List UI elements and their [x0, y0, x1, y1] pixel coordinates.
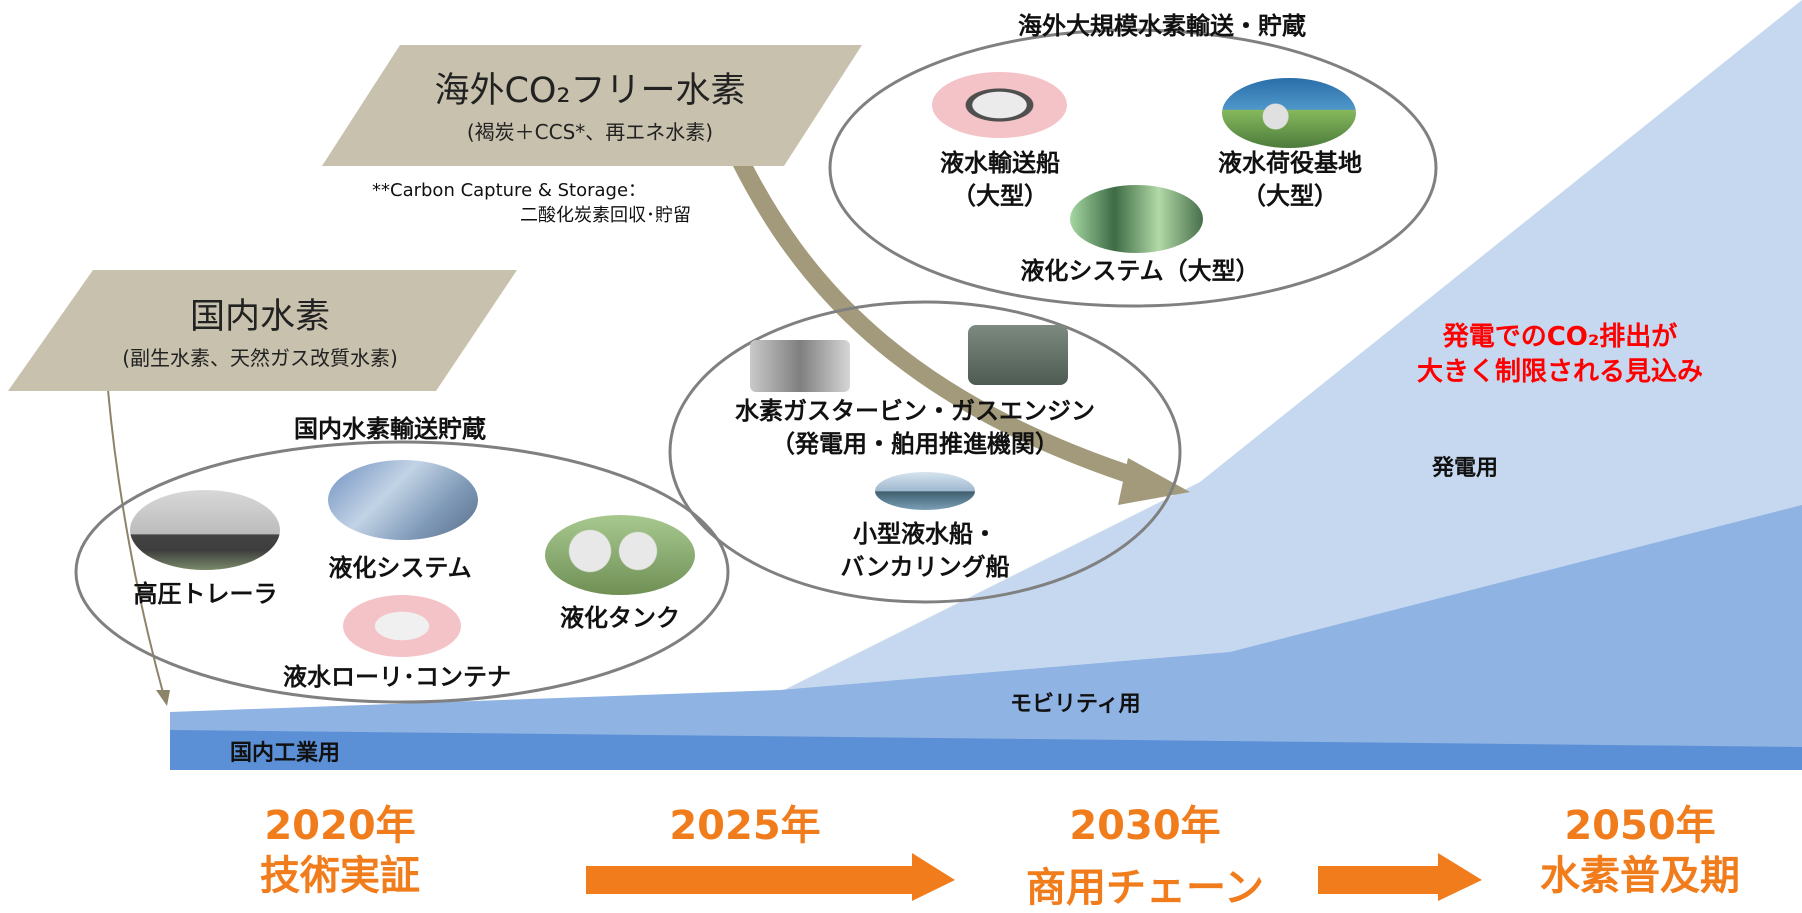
timeline-year-2025: 2025年 [669, 803, 821, 849]
mobility-area [170, 505, 1802, 770]
timeline-year-2020: 2020年 [264, 803, 416, 849]
high-pressure-trailer-label: 高圧トレーラ [133, 580, 278, 608]
lh2-carrier-size-label: （大型） [952, 182, 1048, 210]
domestic-source-shape [8, 270, 517, 391]
mobility-area-label: モビリティ用 [1010, 692, 1141, 717]
overseas-arrow-head [1118, 458, 1190, 505]
timeline-year-2050: 2050年 [1564, 803, 1716, 849]
lh2-terminal-label: 液水荷役基地 [1218, 149, 1362, 177]
timeline-phase-2050: 水素普及期 [1540, 853, 1740, 899]
tank-lorry-photo [343, 595, 461, 657]
industry-area-label: 国内工業用 [230, 741, 341, 766]
ccs-note-line1: **Carbon Capture & Storage： [372, 180, 647, 201]
domestic-cluster-ellipse [74, 440, 730, 704]
liquefaction-system-label: 液化システム [328, 554, 472, 582]
overseas-source-subtitle: (褐炭＋CCS*、再エネ水素) [466, 120, 714, 144]
industry-area [170, 730, 1802, 770]
liquefied-tank-label: 液化タンク [560, 604, 680, 632]
overseas-cluster-heading: 海外大規模水素輸送・貯蔵 [1018, 12, 1306, 40]
domestic-arrow-head [156, 690, 170, 706]
timeline-phase-2030: 商用チェーン [1026, 865, 1264, 911]
domestic-arrow [107, 389, 166, 701]
overseas-source-title: 海外CO₂フリー水素 [434, 71, 746, 111]
ccs-note-line2: 二酸化炭素回収･貯留 [520, 205, 691, 226]
timeline-arrow-1 [586, 853, 955, 901]
trailer-photo [130, 490, 280, 570]
lh2-terminal-photo [1222, 78, 1356, 148]
gas-turbine-photo [750, 340, 850, 392]
power-area-label: 発電用 [1432, 456, 1499, 481]
bunkering-ship-label: バンカリング船 [840, 553, 1010, 581]
small-lh2-ship-photo [875, 472, 975, 510]
small-lh2-ship-label: 小型液水船・ [853, 520, 997, 548]
hydrogen-turbine-engine-label: 水素ガスタービン・ガスエンジン [735, 397, 1095, 425]
timeline-phase-2020: 技術実証 [260, 853, 420, 899]
domestic-source-title: 国内水素 [189, 297, 330, 337]
lh2-carrier-photo [932, 72, 1067, 138]
liquefaction-system-photo [328, 460, 478, 540]
mid-cluster-ellipse [668, 300, 1182, 604]
overseas-cluster-ellipse [828, 28, 1438, 308]
liquefied-tank-photo [545, 515, 695, 595]
tank-lorry-container-label: 液水ローリ･コンテナ [283, 663, 511, 691]
co2-restriction-note-line2: 大きく制限される見込み [1416, 357, 1703, 387]
power-marine-propulsion-label: （発電用・舶用推進機関） [771, 430, 1059, 458]
power-area [170, 0, 1802, 770]
lh2-terminal-size-label: （大型） [1242, 182, 1338, 210]
large-liquefaction-label: 液化システム（大型） [1020, 257, 1260, 285]
lh2-carrier-label: 液水輸送船 [940, 149, 1060, 177]
timeline-arrow-2 [1318, 853, 1482, 901]
overseas-source-shape [322, 45, 862, 166]
domestic-cluster-heading: 国内水素輸送貯蔵 [294, 415, 486, 443]
co2-restriction-note-line1: 発電でのCO₂排出が [1442, 322, 1678, 352]
domestic-source-subtitle: (副生水素、天然ガス改質水素) [122, 346, 398, 370]
overseas-arrow [731, 155, 1143, 487]
gas-engine-photo [968, 325, 1068, 385]
large-liquefaction-photo [1070, 185, 1203, 253]
timeline-year-2030: 2030年 [1069, 803, 1221, 849]
